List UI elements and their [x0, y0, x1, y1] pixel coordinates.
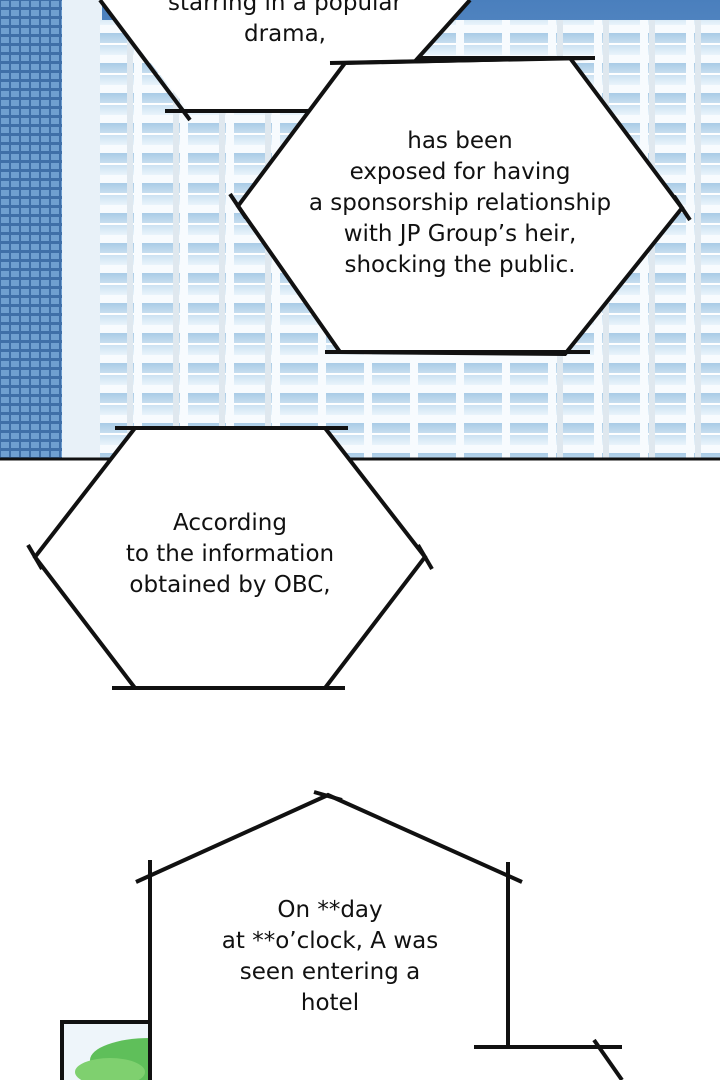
caption-line: According — [173, 510, 287, 536]
caption-hexagon-1: has been exposed for having a sponsorshi… — [260, 126, 660, 281]
caption-line: starring in a popular — [168, 0, 402, 16]
caption-top: starring in a popular drama, — [140, 0, 430, 50]
caption-line: drama, — [244, 21, 326, 47]
caption-line: On **day — [277, 897, 383, 923]
caption-line: at **o’clock, A was — [221, 928, 439, 954]
caption-line: shocking the public. — [344, 252, 576, 278]
speech-balloon-top — [100, 0, 595, 112]
house-caption — [135, 790, 624, 1080]
caption-line: has been — [407, 128, 513, 154]
caption-line: with JP Group’s heir, — [343, 221, 577, 247]
caption-hexagon-2: According to the information obtained by… — [80, 508, 380, 601]
caption-line: seen entering a — [239, 959, 421, 985]
caption-line: hotel — [300, 990, 360, 1016]
caption-line: a sponsorship relationship — [308, 190, 612, 216]
caption-line: to the information — [125, 541, 335, 567]
caption-line: exposed for having — [349, 159, 571, 185]
caption-line: obtained by OBC, — [129, 572, 331, 598]
hexagon-caption-1 — [228, 55, 692, 357]
tall-tower — [0, 0, 62, 460]
caption-house: On **day at **o’clock, A was seen enteri… — [185, 895, 475, 1019]
hexagon-caption-2 — [26, 426, 434, 690]
